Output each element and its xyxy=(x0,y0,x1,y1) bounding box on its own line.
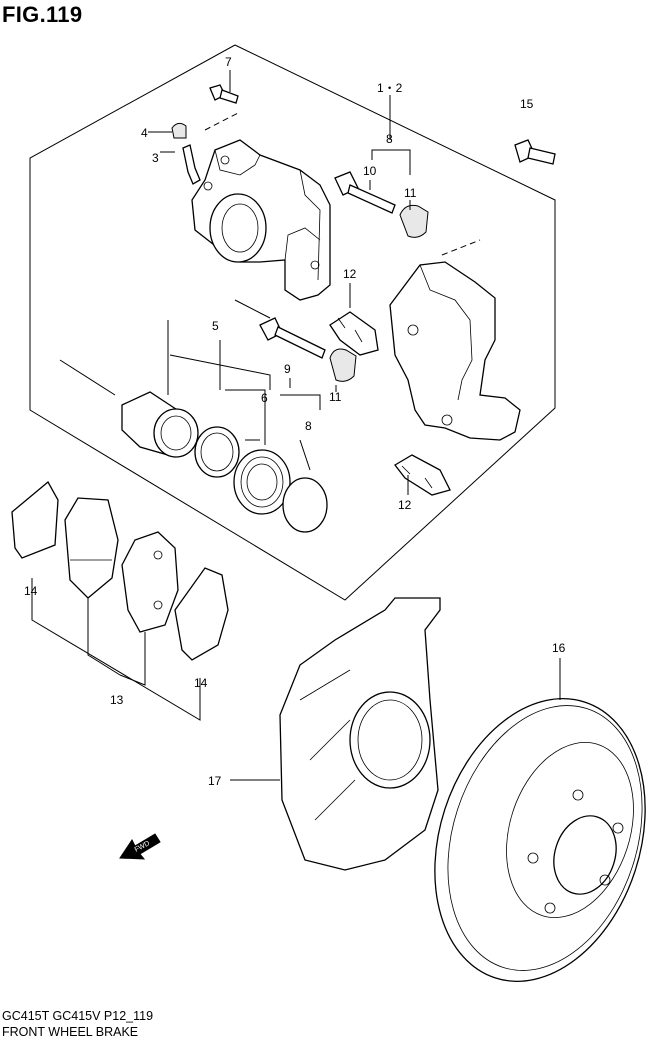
pin-boot-upper xyxy=(399,204,429,238)
caliper-body xyxy=(191,139,331,301)
piston-seal xyxy=(194,426,240,478)
callout-12-lower: 12 xyxy=(398,498,412,512)
callout-7: 7 xyxy=(225,55,232,69)
bolt-7 xyxy=(209,84,239,104)
caliper-bracket xyxy=(389,261,521,441)
callout-12-upper: 12 xyxy=(343,267,357,281)
callout-1-2: 1・2 xyxy=(377,81,403,95)
callout-8-lower: 8 xyxy=(305,419,312,433)
brake-disc xyxy=(434,698,646,982)
callout-6: 6 xyxy=(261,391,268,405)
brake-pad-outer xyxy=(64,497,119,599)
callout-11-upper: 11 xyxy=(404,186,417,200)
callout-13: 13 xyxy=(110,693,124,707)
bleeder-cap xyxy=(171,122,187,139)
guide-pin-lower xyxy=(259,317,326,359)
pad-clip-upper xyxy=(329,311,379,356)
pin-boot-lower xyxy=(329,348,357,382)
callout-11-lower: 11 xyxy=(329,390,342,404)
dust-boot xyxy=(233,449,291,515)
brake-pad-inner xyxy=(121,531,179,633)
callout-15: 15 xyxy=(520,97,534,111)
callout-16: 16 xyxy=(552,641,566,655)
callout-5: 5 xyxy=(212,319,219,333)
figure-caption: FRONT WHEEL BRAKE xyxy=(2,1025,139,1039)
dust-shield xyxy=(279,597,441,871)
callout-8-upper: 8 xyxy=(386,132,393,146)
callout-10: 10 xyxy=(363,164,377,178)
callout-9: 9 xyxy=(284,362,291,376)
callout-14-left: 14 xyxy=(24,584,38,598)
callout-14-right: 14 xyxy=(194,676,208,690)
boot-ring xyxy=(282,477,328,533)
figure-title: FIG.119 xyxy=(2,2,83,27)
pad-shim-outer xyxy=(11,480,59,559)
callout-17: 17 xyxy=(208,774,222,788)
bolt-15 xyxy=(514,139,556,165)
figure-footer: GC415T GC415V P12_119 FRONT WHEEL BRAKE xyxy=(2,1008,153,1040)
bleeder-screw xyxy=(182,144,201,185)
guide-pin-upper xyxy=(334,171,396,214)
piston xyxy=(121,391,199,458)
forward-arrow-icon: FWD xyxy=(119,833,161,860)
pad-clip-lower xyxy=(394,454,451,496)
callout-3: 3 xyxy=(152,151,159,165)
callout-4: 4 xyxy=(141,126,148,140)
assembly-boundary xyxy=(29,44,556,601)
model-line: GC415T GC415V P12_119 xyxy=(2,1009,154,1023)
pad-shim-inner xyxy=(174,567,229,661)
